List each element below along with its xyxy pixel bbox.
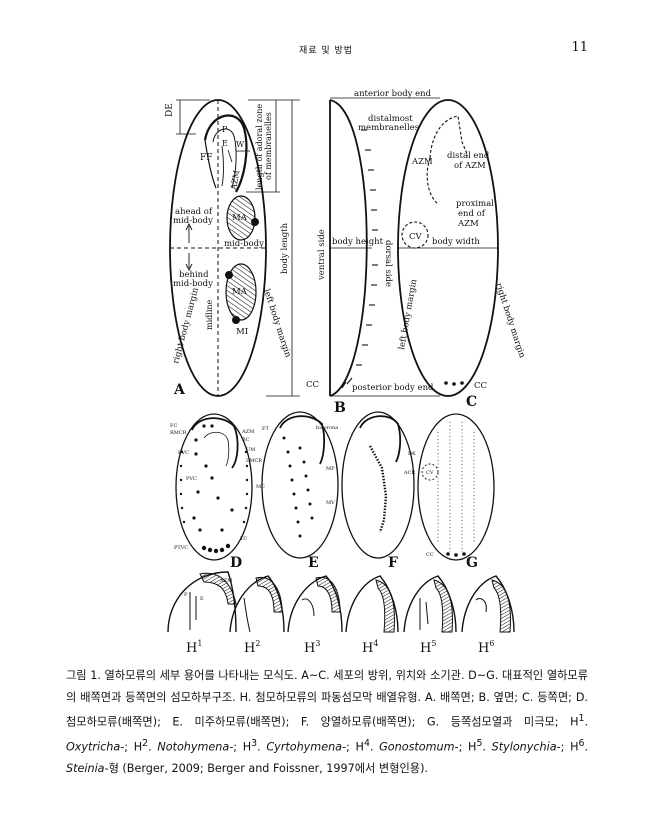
cell-outline-b xyxy=(329,99,368,397)
panel-e xyxy=(261,411,339,559)
label-proximal-2: end of xyxy=(458,209,486,219)
label-right-body-margin-c: right body margin xyxy=(493,282,527,360)
label-mv: MV xyxy=(326,500,335,506)
label-left-body-margin-a: left body margin xyxy=(261,288,293,359)
figure-1: DE P E W FF AZM length of adoral zone of… xyxy=(165,89,527,656)
label-cc-c: CC xyxy=(474,381,487,391)
panel-label-b: B xyxy=(334,400,346,416)
label-distal-1: distal end xyxy=(447,151,490,161)
label-cc-g: CC xyxy=(426,552,434,558)
dorsal-bristles-b xyxy=(356,129,378,366)
label-azm-a: AZM xyxy=(229,170,241,192)
label-bc: BC xyxy=(242,437,250,443)
panel-label-c: C xyxy=(466,394,477,410)
label-mid-body: mid-body xyxy=(224,239,264,249)
label-ff: FF xyxy=(200,153,213,163)
label-dorsal-side: dorsal side xyxy=(383,240,393,287)
caudal-cirri-c xyxy=(444,381,464,386)
label-acr: ACR xyxy=(403,470,415,476)
label-pvc: PVC xyxy=(186,476,197,482)
label-e-h: E xyxy=(200,596,204,602)
label-azm-c: AZM xyxy=(411,157,433,167)
label-ptvc: PTVC xyxy=(174,545,188,551)
label-anterior-body-end: anterior body end xyxy=(354,89,432,99)
label-body-height: body height xyxy=(332,237,384,247)
label-distalmost-2: membranelles xyxy=(358,123,419,133)
label-dk: DK xyxy=(408,451,416,457)
label-body-length: body length xyxy=(280,222,290,274)
label-w: W xyxy=(236,140,245,149)
label-p-h: P xyxy=(184,592,188,598)
running-header-title: 재료 및 방법 xyxy=(298,46,354,56)
label-e: E xyxy=(222,139,228,148)
page-number: 11 xyxy=(571,40,588,55)
label-ma-bottom: MA xyxy=(232,287,248,297)
label-cc-a: CC xyxy=(306,380,319,390)
panel-label-h4: H4 xyxy=(362,639,378,656)
label-behind-2: mid-body xyxy=(173,279,213,289)
panel-a xyxy=(169,99,300,397)
label-azm-d: AZM xyxy=(241,429,254,435)
panel-label-h1: H1 xyxy=(186,639,202,656)
label-rmcr: RMCR xyxy=(170,430,187,436)
label-distalmost-1: distalmost xyxy=(368,114,413,124)
label-tc: TC xyxy=(240,536,247,542)
label-cv-g: CV xyxy=(426,470,434,476)
panel-b xyxy=(329,97,440,397)
label-lmcr: LMCR xyxy=(246,458,262,464)
label-um: UM xyxy=(246,447,255,453)
panel-d xyxy=(175,413,253,561)
panel-g xyxy=(417,413,495,561)
panel-label-h3: H3 xyxy=(304,639,320,656)
label-proximal-1: proximal xyxy=(456,199,494,209)
label-cv-c: CV xyxy=(409,232,423,242)
panel-label-h6: H6 xyxy=(478,639,494,656)
label-de: DE xyxy=(165,103,175,117)
label-p: P xyxy=(222,125,228,134)
panel-label-h2: H2 xyxy=(244,639,260,656)
label-distal-2: of AZM xyxy=(454,161,486,171)
label-ahead-2: mid-body xyxy=(173,216,213,226)
label-bicorona: bicorona xyxy=(316,425,338,431)
label-proximal-3: AZM xyxy=(457,219,479,229)
panel-label-f: F xyxy=(388,555,398,571)
panel-label-h5: H5 xyxy=(420,639,436,656)
label-length-azm-1: length of adoral zone xyxy=(255,104,264,190)
label-right-body-margin-a: right body margin xyxy=(171,286,201,365)
label-mi: MI xyxy=(236,327,248,337)
label-behind-1: behind xyxy=(179,270,209,280)
label-mp: MP xyxy=(326,466,335,472)
label-posterior-body-end: posterior body end xyxy=(352,383,434,393)
label-fvc: FVC xyxy=(178,450,189,456)
panel-label-a: A xyxy=(173,382,186,398)
panel-label-g: G xyxy=(466,555,478,571)
panel-label-d: D xyxy=(230,555,242,571)
label-ma-top: MA xyxy=(232,213,248,223)
label-ahead-1: ahead of xyxy=(175,207,213,217)
label-azm-h: AZM xyxy=(219,578,232,584)
panel-label-e: E xyxy=(308,555,319,571)
label-body-width: body width xyxy=(432,237,480,247)
label-length-azm-2: of membranelles xyxy=(264,112,273,180)
panel-h xyxy=(167,571,515,633)
label-midline: midline xyxy=(205,299,214,330)
label-fc: FC xyxy=(170,423,177,429)
figure-caption: 그림 1. 열하모류의 세부 용어를 나타내는 모식도. A~C. 세포의 방위… xyxy=(66,669,589,776)
label-ventral-side: ventral side xyxy=(317,229,327,281)
panel-c xyxy=(397,99,499,397)
label-mc: MC xyxy=(256,484,265,490)
label-ft: FT xyxy=(262,426,269,432)
panel-f xyxy=(341,411,415,559)
